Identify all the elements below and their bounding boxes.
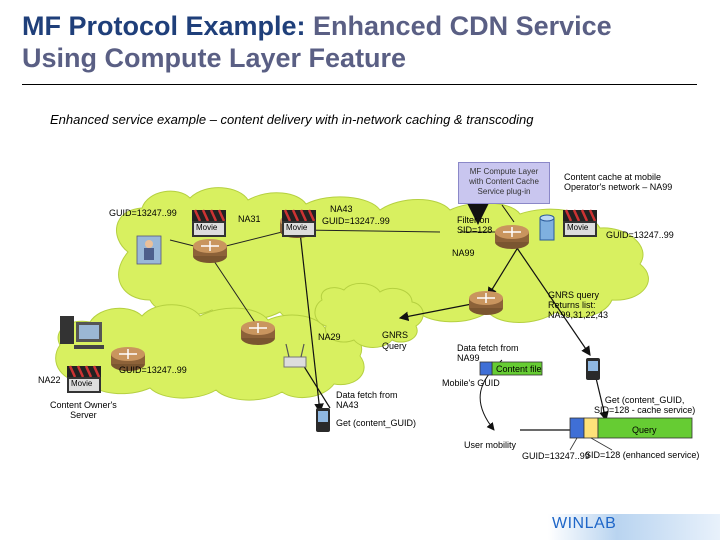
na22-label: NA22 (38, 375, 61, 385)
data-fetch-line: Data fetch from (457, 343, 519, 353)
router-na99 (494, 224, 530, 250)
movie-caption: Movie (567, 223, 589, 232)
core-network-cloud (116, 187, 649, 323)
na99-label: NA99 (452, 248, 475, 258)
user-mobility-label: User mobility (464, 440, 517, 450)
data-fetch-line: Data fetch from (336, 390, 398, 400)
mf-compute-layer-box: MF Compute Layer with Content Cache Serv… (458, 162, 550, 204)
na31-label: NA31 (238, 214, 261, 224)
gnrs-query-line: GNRS query (548, 290, 600, 300)
cache-storage-icon (539, 214, 555, 241)
router-na29 (240, 320, 276, 346)
content-owner-server-label: Content Owner's Server (50, 400, 117, 420)
guid-label-server: GUID=13247..99 (119, 365, 187, 375)
mobiles-guid-label: Mobile's GUID (442, 378, 500, 388)
data-fetch-na99-label: Data fetch from NA99 (457, 343, 519, 363)
query-box-label: Query (632, 425, 657, 435)
content-cache-label: Content cache at mobile Operator's netwo… (564, 172, 672, 192)
data-fetch-na43-label: Data fetch from NA43 (336, 390, 398, 410)
wifi-access-point-icon (283, 343, 307, 368)
mf-box-line: with Content Cache (469, 177, 539, 186)
mobile-phone-icon (586, 358, 600, 380)
filter-line: Filter on (457, 215, 490, 225)
guid-label-left: GUID=13247..99 (109, 208, 177, 218)
data-fetch-line: NA43 (336, 400, 359, 410)
filter-label: Filter on SID=128 (457, 215, 492, 235)
na29-label: NA29 (318, 332, 341, 342)
router-gnrs-edge (468, 290, 504, 316)
mf-box-line: Service plug-in (477, 187, 531, 196)
gnrs-label: GNRS (382, 330, 409, 340)
movie-caption: Movie (286, 223, 308, 232)
gnrs-cloud (314, 283, 424, 348)
winlab-logo: WINLAB (552, 515, 617, 532)
gnrs-query-line: NA99,31,22,43 (548, 310, 609, 320)
server-icon (60, 316, 104, 349)
gnrs-query-label: GNRS query Returns list: NA99,31,22,43 (548, 290, 608, 320)
get-content-guid-label: Get (content_GUID) (336, 418, 417, 428)
mf-box-line: MF Compute Layer (469, 167, 539, 176)
packet-sid-segment (583, 417, 599, 439)
na43-label: NA43 (330, 204, 353, 214)
sid-label-bottom: SID=128 (enhanced service) (585, 450, 700, 460)
owner-server-line: Content Owner's (50, 400, 117, 410)
guid-label-bottom: GUID=13247..99 (522, 451, 590, 461)
get-content-sid-label: Get (content_GUID, SID=128 - cache servi… (594, 395, 695, 415)
owner-server-line: Server (70, 410, 97, 420)
query-label: Query (382, 341, 407, 351)
title-rest: Enhanced CDN Service Using Compute Layer… (22, 11, 612, 73)
footer-brand-bar (548, 514, 720, 540)
gnrs-query-line: Returns list: (548, 300, 596, 310)
content-file-label: Content file (496, 364, 542, 374)
movie-caption: Movie (196, 223, 218, 232)
access-network-cloud (55, 304, 365, 401)
slide-title: MF Protocol Example: Enhanced CDN Servic… (22, 10, 662, 74)
data-fetch-line: NA99 (457, 353, 480, 363)
guid-label-right: GUID=13247..99 (606, 230, 674, 240)
content-cache-line: Content cache at mobile (564, 172, 662, 182)
filter-line: SID=128 (457, 225, 493, 235)
packet-query-segment (597, 417, 693, 439)
router-na31 (192, 238, 228, 264)
content-cache-line: Operator's network – NA99 (564, 182, 673, 192)
mobile-phone-icon (316, 408, 330, 432)
movie-caption: Movie (71, 379, 93, 388)
title-underline (22, 84, 697, 85)
guid-label-na43: GUID=13247..99 (322, 216, 390, 226)
get-content-line: SID=128 - cache service) (594, 405, 696, 415)
title-main: MF Protocol Example: (22, 11, 306, 41)
slide-subtitle: Enhanced service example – content deliv… (50, 112, 534, 127)
packet-guid-segment (569, 417, 585, 439)
person-icon (136, 235, 162, 265)
get-content-line: Get (content_GUID, (604, 395, 685, 405)
